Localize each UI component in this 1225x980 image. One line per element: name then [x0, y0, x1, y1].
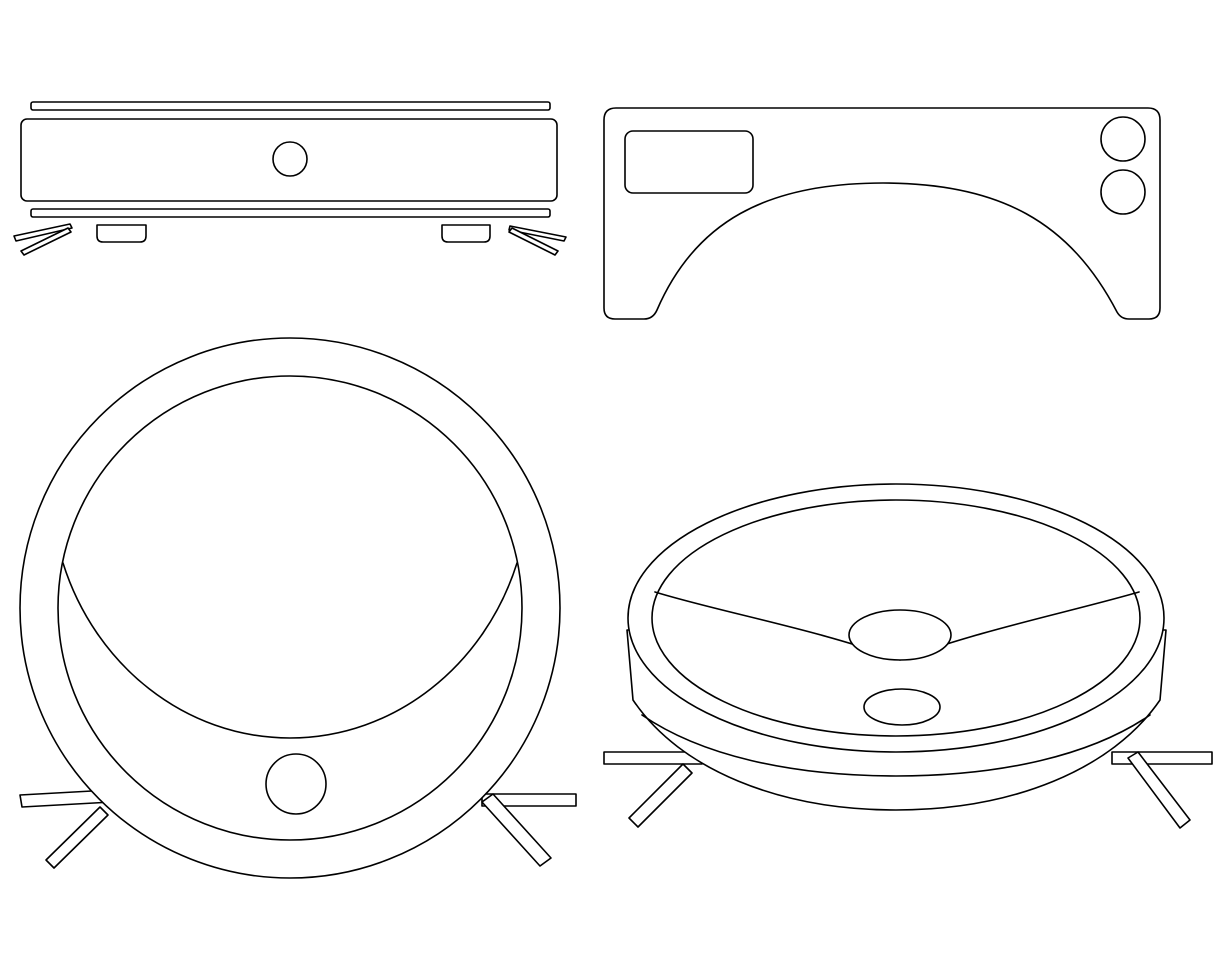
front-view — [603, 107, 1161, 320]
perspective-view — [603, 483, 1213, 829]
top-view — [19, 337, 577, 879]
front-view-button-top — [1100, 116, 1146, 162]
perspective-view-sensor-front — [863, 688, 941, 726]
top-view-left-brush — [19, 789, 113, 869]
side-view-right-brush — [508, 225, 567, 256]
top-view-sensor-button — [265, 753, 327, 815]
top-view-right-brush — [481, 793, 577, 867]
perspective-view-top-inner-ring — [651, 499, 1141, 737]
top-view-lid-seam — [62, 562, 518, 739]
side-view-right-wheel — [441, 224, 491, 243]
perspective-view-sensor-top — [848, 609, 952, 661]
top-view-inner-ring — [57, 375, 523, 841]
front-view-button-bottom — [1100, 169, 1146, 215]
side-view-top-lid — [30, 101, 551, 111]
side-view-left-wheel — [96, 224, 147, 243]
top-view-outer-shell — [19, 337, 561, 879]
side-view-left-brush — [13, 223, 73, 256]
side-view — [13, 101, 567, 256]
side-view-bottom-plate — [30, 208, 551, 218]
perspective-view-skirt-seam — [641, 714, 1151, 777]
perspective-view-left-brush — [603, 751, 703, 828]
side-view-bumper-sensor — [272, 141, 308, 177]
front-view-display-panel — [624, 130, 754, 194]
perspective-view-right-brush — [1111, 751, 1213, 829]
